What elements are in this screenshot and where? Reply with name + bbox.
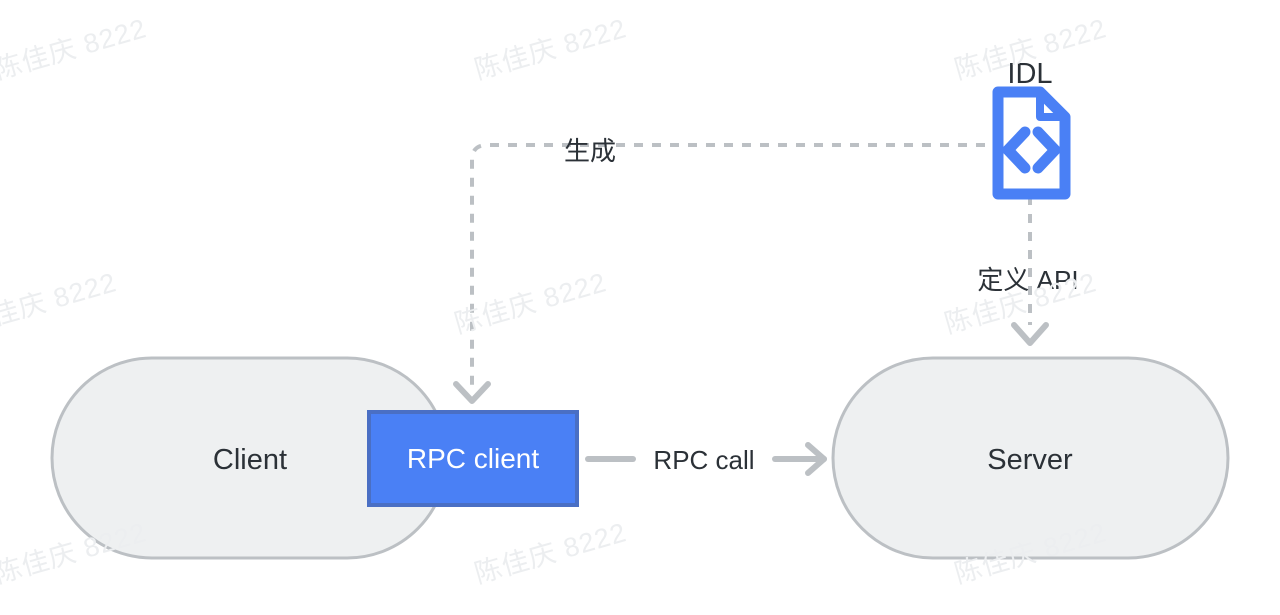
node-server-shape[interactable]: [831, 356, 1230, 560]
edge-generate-label: 生成: [563, 136, 617, 166]
node-idl-label: IDL: [1007, 58, 1053, 90]
edge-define-api-arrowhead-icon: [1011, 322, 1049, 346]
node-client-label: Client: [212, 444, 288, 476]
edge-generate-arrowhead-icon: [453, 381, 491, 404]
edge-rpc-call-label: RPC call: [653, 445, 755, 475]
node-server-label: Server: [987, 444, 1073, 476]
edge-generate-line: [470, 143, 985, 385]
node-rpc-client-label: RPC client: [406, 443, 540, 474]
edge-rpc-call-arrowhead-icon: [805, 442, 827, 476]
node-rpc-client-shape[interactable]: [367, 410, 579, 507]
code-file-icon[interactable]: [992, 86, 1071, 200]
edge-define-api-label: 定义 API: [977, 265, 1079, 295]
